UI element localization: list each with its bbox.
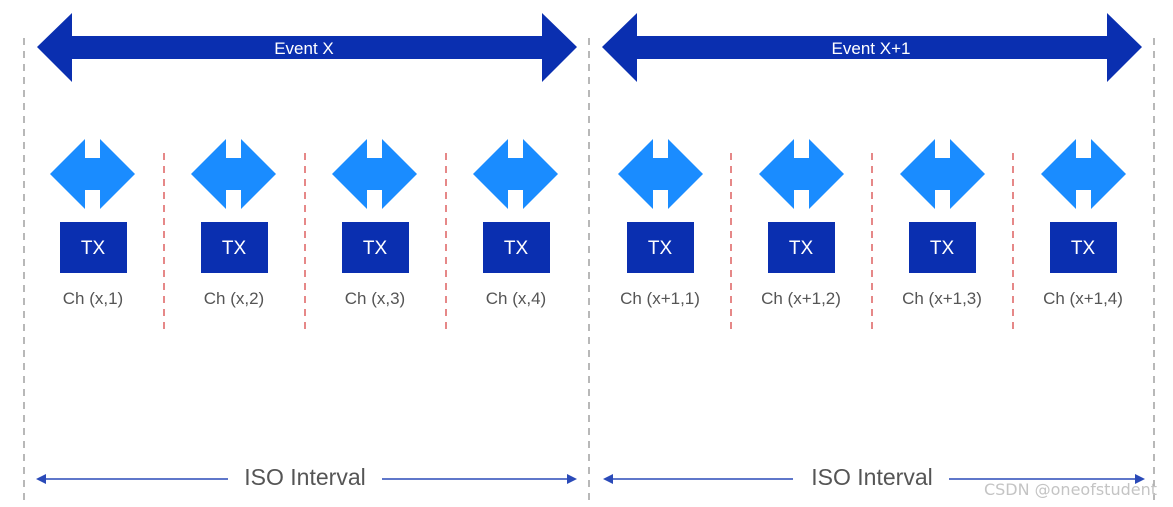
tx-label: TX (363, 238, 388, 259)
tx-box (627, 222, 694, 273)
bidirectional-channel-icon (191, 139, 276, 209)
bidirectional-channel-icon (473, 139, 558, 209)
tx-label: TX (1071, 238, 1096, 259)
tx-box (768, 222, 835, 273)
channel-x-plus-1-2: TX Ch (x+1,2) (759, 139, 844, 308)
channel-label: Ch (x+1,2) (761, 289, 841, 308)
tx-box (483, 222, 550, 273)
event-x-arrow: Event X (37, 13, 577, 82)
arrowhead-left-icon (36, 474, 46, 484)
event-x-plus-1-arrow-shape (602, 13, 1142, 82)
channel-x-plus-1-4: TX Ch (x+1,4) (1041, 139, 1126, 308)
channel-label: Ch (x,4) (486, 289, 546, 308)
channel-x-3: TX Ch (x,3) (332, 139, 417, 308)
tx-label: TX (222, 238, 247, 259)
iso-interval-x: ISO Interval (36, 464, 577, 490)
channel-x-plus-1-1: TX Ch (x+1,1) (618, 139, 703, 308)
event-x-label: Event X (274, 39, 334, 58)
channel-x-plus-1-3: TX Ch (x+1,3) (900, 139, 985, 308)
event-x-plus-1-label: Event X+1 (832, 39, 911, 58)
iso-interval-label: ISO Interval (811, 464, 932, 490)
channel-x-2: TX Ch (x,2) (191, 139, 276, 308)
channel-x-4: TX Ch (x,4) (473, 139, 558, 308)
arrowhead-left-icon (603, 474, 613, 484)
iso-interval-label: ISO Interval (244, 464, 365, 490)
channel-label: Ch (x+1,4) (1043, 289, 1123, 308)
tx-box (909, 222, 976, 273)
channel-label: Ch (x+1,3) (902, 289, 982, 308)
tx-label: TX (504, 238, 529, 259)
channel-label: Ch (x,3) (345, 289, 405, 308)
channel-label: Ch (x,2) (204, 289, 264, 308)
watermark-text: CSDN @oneofstudent (984, 480, 1157, 499)
channel-label: Ch (x,1) (63, 289, 123, 308)
arrowhead-right-icon (567, 474, 577, 484)
tx-box (1050, 222, 1117, 273)
channel-label: Ch (x+1,1) (620, 289, 700, 308)
bidirectional-channel-icon (900, 139, 985, 209)
arrowhead-right-icon (1135, 474, 1145, 484)
bidirectional-channel-icon (759, 139, 844, 209)
event-x-group: Event X TX Ch (x,1) TX Ch (x,2) TX Ch (x… (36, 13, 577, 490)
tx-box (60, 222, 127, 273)
bidirectional-channel-icon (332, 139, 417, 209)
bidirectional-channel-icon (50, 139, 135, 209)
event-x-arrow-shape (37, 13, 577, 82)
tx-box (201, 222, 268, 273)
interval-dividers (23, 38, 1155, 505)
event-x-plus-1-arrow: Event X+1 (602, 13, 1142, 82)
tx-label: TX (930, 238, 955, 259)
bidirectional-channel-icon (1041, 139, 1126, 209)
tx-label: TX (789, 238, 814, 259)
tx-label: TX (648, 238, 673, 259)
iso-interval-x-plus-1: ISO Interval (603, 464, 1145, 490)
tx-box (342, 222, 409, 273)
event-x-plus-1-group: Event X+1 TX Ch (x+1,1) TX Ch (x+1,2) TX… (602, 13, 1145, 490)
channel-x-1: TX Ch (x,1) (50, 139, 135, 308)
tx-label: TX (81, 238, 106, 259)
bidirectional-channel-icon (618, 139, 703, 209)
